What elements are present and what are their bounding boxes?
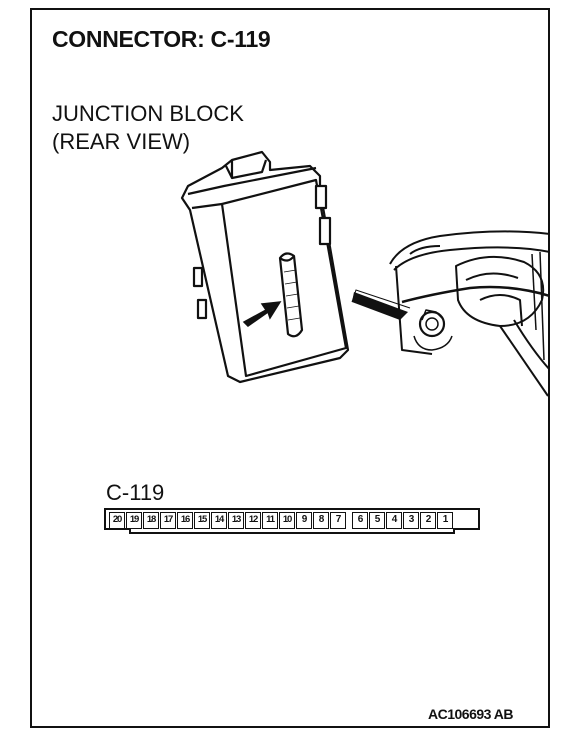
- connector-pin: 17: [160, 512, 176, 529]
- connector-pin: 10: [279, 512, 295, 529]
- connector-pin: 7: [330, 512, 346, 529]
- junction-block-label-line-2: (REAR VIEW): [52, 129, 191, 154]
- connector-pin: 3: [403, 512, 419, 529]
- connector-pin: 5: [369, 512, 385, 529]
- location-arrow: [352, 292, 408, 320]
- junction-block-label-line-1: JUNCTION BLOCK: [52, 101, 244, 126]
- connector-pin: 8: [313, 512, 329, 529]
- connector-pin: 1: [437, 512, 453, 529]
- junction-block-illustration: [180, 150, 550, 397]
- connector-pin: 6: [352, 512, 368, 529]
- connector-pin: 20: [109, 512, 125, 529]
- dashboard-outline: [389, 230, 550, 265]
- connector-pin: 14: [211, 512, 227, 529]
- connector-pin: 15: [194, 512, 210, 529]
- connector-pin: 13: [228, 512, 244, 529]
- connector-pin: 19: [126, 512, 142, 529]
- connector-pin: 12: [245, 512, 261, 529]
- connector-pin: 4: [386, 512, 402, 529]
- junction-block-label: JUNCTION BLOCK (REAR VIEW): [52, 100, 244, 156]
- connector-pin: 9: [296, 512, 312, 529]
- connector-housing: [104, 508, 480, 534]
- connector-label: C-119: [106, 480, 165, 505]
- pointer-arrow: [242, 301, 282, 327]
- drawing-code: AC106693 AB: [428, 706, 514, 722]
- connector-pin: 16: [177, 512, 193, 529]
- connector-pin: 11: [262, 512, 278, 529]
- connector-pin: 18: [143, 512, 159, 529]
- connector-pin: 2: [420, 512, 436, 529]
- page-title: CONNECTOR: C-119: [52, 26, 271, 52]
